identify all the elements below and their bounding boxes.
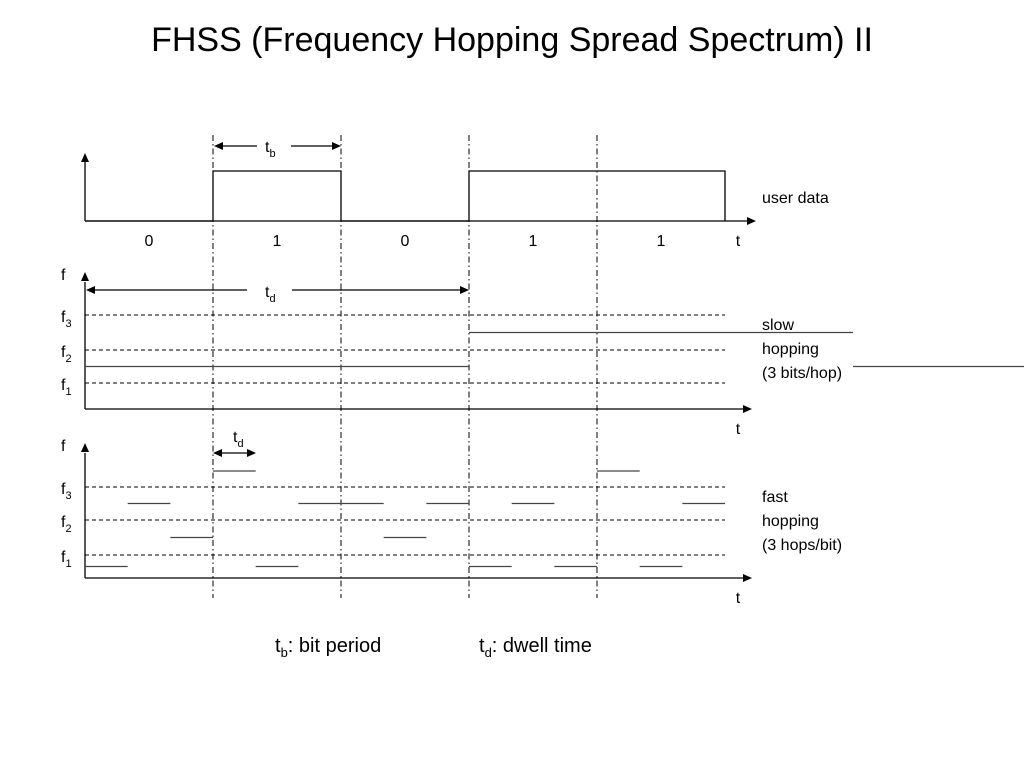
frequency-level-label: f1 bbox=[61, 549, 72, 570]
slow-hopping-y-arrow bbox=[81, 272, 89, 281]
legend: tb: bit period td: dwell time bbox=[275, 635, 592, 660]
frequency-level-label: f3 bbox=[61, 481, 72, 502]
bit-value-label: 0 bbox=[401, 233, 410, 250]
fast-hopping-label-line: fast bbox=[762, 489, 788, 506]
user-data-label: user data bbox=[762, 190, 829, 207]
fast-hopping-x-arrow bbox=[743, 574, 752, 582]
fast-hopping-label-line: hopping bbox=[762, 513, 819, 530]
slide-title: FHSS (Frequency Hopping Spread Spectrum)… bbox=[151, 21, 873, 59]
frequency-level-label: f1 bbox=[61, 377, 72, 398]
t-axis-label: t bbox=[736, 421, 741, 438]
slow-hopping-label-line: (3 bits/hop) bbox=[762, 365, 842, 382]
bit-value-label: 0 bbox=[145, 233, 154, 250]
td-marker-label: td bbox=[233, 429, 244, 450]
user-data-waveform bbox=[85, 170, 726, 222]
f-axis-label: f bbox=[61, 267, 66, 284]
legend-bit-period: tb: bit period bbox=[275, 635, 381, 660]
slow-hopping-x-arrow bbox=[743, 405, 752, 413]
bit-value-label: 1 bbox=[273, 233, 282, 250]
slow-hopping-label-line: slow bbox=[762, 317, 794, 334]
slow-hopping-plot: t f f1 f2 f3 slow hopping (3 bits/hop) td bbox=[61, 267, 1024, 438]
f-axis-label: f bbox=[61, 438, 66, 455]
tb-arrowhead-right bbox=[332, 142, 341, 150]
user-data-plot: 0 1 0 1 1 t user data tb bbox=[81, 139, 829, 250]
fast-hopping-label-line: (3 hops/bit) bbox=[762, 537, 842, 554]
frequency-level-label: f2 bbox=[61, 344, 72, 365]
frequency-level-label: f3 bbox=[61, 309, 72, 330]
tb-arrowhead-left bbox=[214, 142, 223, 150]
tb-marker-label: tb bbox=[265, 139, 276, 160]
td-marker-label: td bbox=[265, 284, 276, 305]
td-arrowhead-left bbox=[213, 449, 222, 457]
fast-hopping-plot: t f f1 f2 f3 fast hopping (3 hops/bit) td bbox=[61, 429, 842, 607]
user-data-y-arrow bbox=[81, 153, 89, 162]
t-axis-label: t bbox=[736, 233, 741, 250]
td-arrowhead-right bbox=[460, 286, 469, 294]
td-arrowhead-right bbox=[247, 449, 256, 457]
slow-hopping-label-line: hopping bbox=[762, 341, 819, 358]
bit-value-label: 1 bbox=[657, 233, 666, 250]
fast-hopping-y-arrow bbox=[81, 443, 89, 452]
t-axis-label: t bbox=[736, 590, 741, 607]
frequency-level-label: f2 bbox=[61, 514, 72, 535]
td-arrowhead-left bbox=[86, 286, 95, 294]
legend-dwell-time: td: dwell time bbox=[479, 635, 592, 660]
user-data-x-arrow bbox=[747, 217, 756, 225]
bit-value-label: 1 bbox=[529, 233, 538, 250]
